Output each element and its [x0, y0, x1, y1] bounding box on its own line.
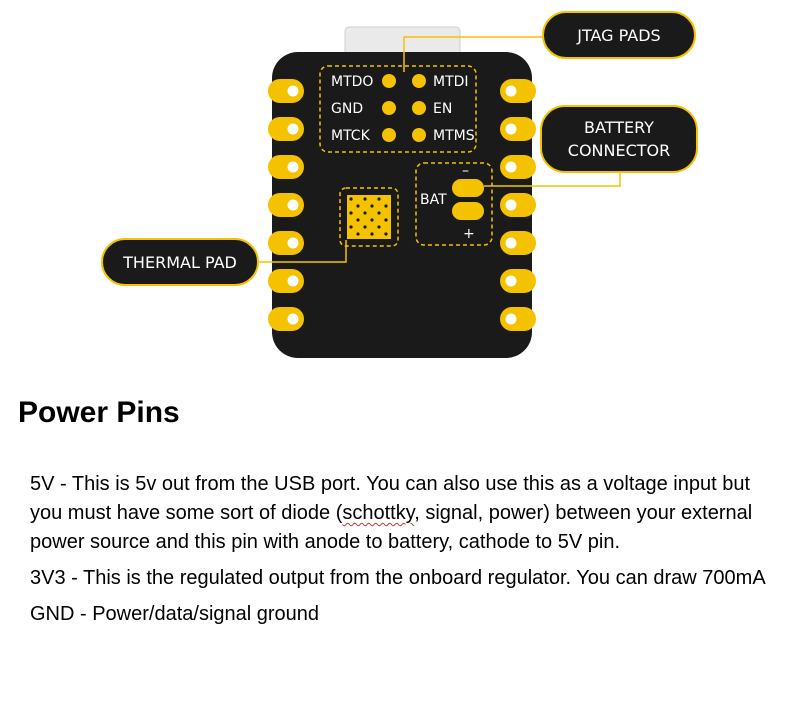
battery-pad-negative: [452, 179, 484, 197]
paragraph-3v3: 3V3 - This is the regulated output from …: [30, 567, 766, 589]
jtag-pin-mtdi: MTDI: [433, 74, 469, 90]
battery-callout-label-line1: BATTERY: [584, 118, 654, 137]
jtag-pads: [382, 74, 426, 142]
jtag-pin-gnd: GND: [331, 101, 363, 117]
left-castellated-pads: [268, 79, 304, 331]
paragraph-5v-end: , signal, power) between your external p…: [30, 502, 753, 553]
battery-callout-label-line2: CONNECTOR: [568, 141, 670, 160]
thermal-pad-vias: [349, 197, 388, 236]
battery-callout: [540, 105, 698, 173]
section-title: Power Pins: [18, 396, 180, 429]
jtag-callout: [542, 11, 696, 59]
callout-leader-lines: [256, 36, 621, 263]
right-castellated-pads: [500, 79, 536, 331]
battery-region: [415, 162, 493, 246]
battery-minus-sign: –: [462, 163, 469, 179]
spellcheck-flagged-word: schottky: [342, 502, 415, 524]
jtag-pin-mtdo: MTDO: [331, 74, 373, 90]
jtag-pin-mtck: MTCK: [331, 128, 371, 144]
thermal-callout-label: THERMAL PAD: [122, 253, 237, 272]
paragraph-5v-start: 5V - This is 5v out from the USB port. Y…: [30, 473, 751, 524]
paragraph-5v: 5V - This is 5v out from the USB port. Y…: [30, 470, 780, 557]
thermal-pad: [347, 195, 391, 239]
battery-pad-positive: [452, 202, 484, 220]
section-body: 5V - This is 5v out from the USB port. Y…: [30, 470, 780, 636]
jtag-pin-en: EN: [433, 101, 452, 117]
thermal-callout: [101, 238, 259, 286]
board-diagram: MTDO GND MTCK MTDI EN MTMS BAT – + JTAG …: [101, 11, 698, 358]
paragraph-gnd: GND - Power/data/signal ground: [30, 603, 320, 625]
battery-plus-sign: +: [463, 226, 475, 242]
battery-label: BAT: [420, 192, 447, 208]
jtag-callout-label: JTAG PADS: [576, 26, 660, 45]
jtag-region: [319, 65, 477, 153]
thermal-region: [339, 187, 399, 247]
jtag-pin-mtms: MTMS: [433, 128, 475, 144]
board-body: [272, 52, 532, 358]
